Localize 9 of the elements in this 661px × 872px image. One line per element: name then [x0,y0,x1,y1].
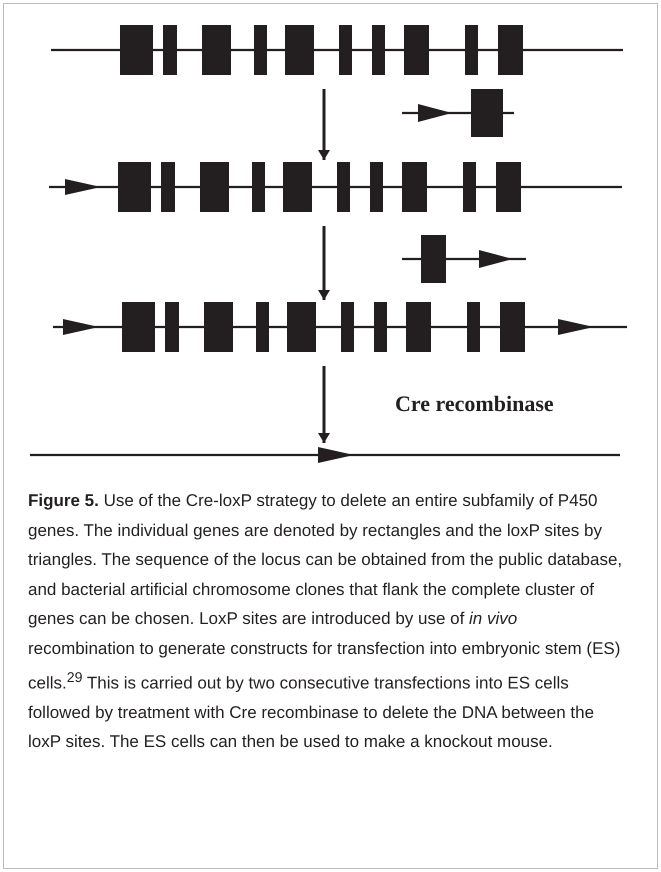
dna-locus-drawing [53,302,627,352]
dna-locus-drawing [49,162,622,212]
edge-label: Cre recombinase [395,390,554,416]
dna-locus-drawing [30,445,620,465]
figure-caption: Figure 5. Use of the Cre-loxP strategy to delete an entire subfamily of P450 genes. The individual genes are denoted by rectangles and the loxP sites by triangles. The sequence of the locus can be obtained from the public database, and bacterial artificial chromosome clones that flank the complete cluster of genes can be chosen. LoxP sites are introduced by use of in vivo recombination to generate constructs for transfection into embryonic stem (ES) cells.$^{29}$ This is carried out by two consecutive transfections into ES cells followed by treatment with Cre recombinase to delete the DNA between the loxP sites. The ES cells can then be used to make a knockout mouse. [28,490,624,754]
dna-locus-drawing [51,25,623,75]
arrow [318,226,330,300]
arrow [318,366,330,443]
arrow [318,89,330,160]
